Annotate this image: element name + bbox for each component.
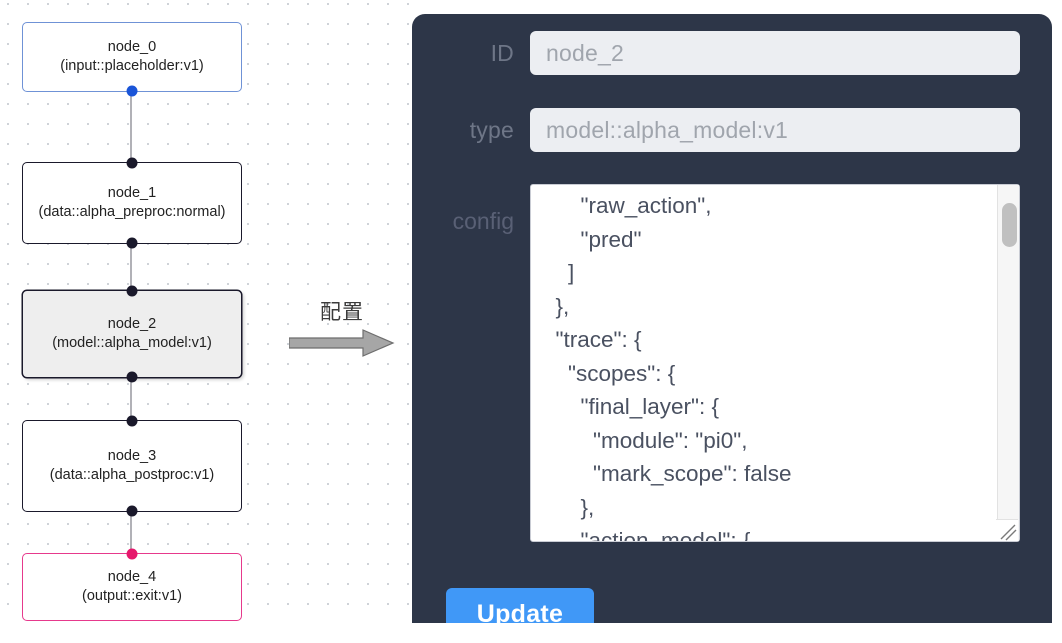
right-gutter bbox=[1052, 0, 1062, 643]
canvas-grid-gutter bbox=[396, 0, 412, 643]
node-handle-target[interactable] bbox=[126, 548, 138, 560]
graph-node-node_3[interactable]: node_3 (data::alpha_postproc:v1) bbox=[22, 415, 242, 517]
edge-node2-node3 bbox=[130, 378, 132, 420]
type-field-label: type bbox=[469, 116, 514, 143]
node-handle-target[interactable] bbox=[126, 157, 138, 169]
config-field-label: config bbox=[452, 208, 514, 234]
annotation-config: 配置 bbox=[286, 296, 398, 363]
resize-grip-icon[interactable] bbox=[996, 519, 1018, 541]
field-row-type: type bbox=[412, 108, 1020, 152]
edge-node1-node2 bbox=[130, 244, 132, 290]
field-row-id: ID bbox=[412, 31, 1020, 75]
edge-node3-node4 bbox=[130, 512, 132, 553]
config-editor: "raw_action", "pred" ] }, "trace": { "sc… bbox=[530, 184, 1020, 542]
id-field-label: ID bbox=[490, 39, 514, 66]
graph-node-node_1[interactable]: node_1 (data::alpha_preproc:normal) bbox=[22, 157, 242, 249]
edge-node0-node1 bbox=[130, 92, 132, 162]
annotation-label: 配置 bbox=[320, 300, 364, 324]
node-handle-source[interactable] bbox=[126, 85, 138, 97]
node-properties-panel: ID type config "raw_action", "pred" ] },… bbox=[412, 14, 1052, 623]
node-handle-target[interactable] bbox=[126, 285, 138, 297]
bottom-strip bbox=[0, 623, 1062, 643]
graph-node-text: node_2 (model::alpha_model:v1) bbox=[52, 315, 212, 351]
node-handle-target[interactable] bbox=[126, 415, 138, 427]
update-button[interactable]: Update bbox=[446, 588, 594, 623]
graph-node-text: node_1 (data::alpha_preproc:normal) bbox=[38, 184, 226, 220]
field-row-config: config "raw_action", "pred" ] }, "trace"… bbox=[412, 184, 1020, 542]
arrow-right-icon bbox=[286, 328, 398, 363]
id-input[interactable] bbox=[530, 31, 1020, 75]
graph-node-text: node_3 (data::alpha_postproc:v1) bbox=[49, 447, 215, 483]
config-scrollbar[interactable] bbox=[997, 185, 1019, 541]
node-graph-canvas[interactable]: node_0 (input::placeholder:v1) node_1 (d… bbox=[0, 0, 400, 643]
graph-node-node_2[interactable]: node_2 (model::alpha_model:v1) bbox=[22, 285, 242, 383]
graph-node-node_0[interactable]: node_0 (input::placeholder:v1) bbox=[22, 22, 242, 97]
graph-node-node_4[interactable]: node_4 (output::exit:v1) bbox=[22, 548, 242, 621]
graph-node-text: node_0 (input::placeholder:v1) bbox=[60, 38, 204, 74]
config-scrollbar-thumb[interactable] bbox=[1002, 203, 1017, 247]
node-handle-source[interactable] bbox=[126, 371, 138, 383]
type-input[interactable] bbox=[530, 108, 1020, 152]
node-handle-source[interactable] bbox=[126, 237, 138, 249]
graph-node-text: node_4 (output::exit:v1) bbox=[82, 568, 182, 604]
config-textarea[interactable]: "raw_action", "pred" ] }, "trace": { "sc… bbox=[530, 184, 1020, 542]
node-handle-source[interactable] bbox=[126, 505, 138, 517]
